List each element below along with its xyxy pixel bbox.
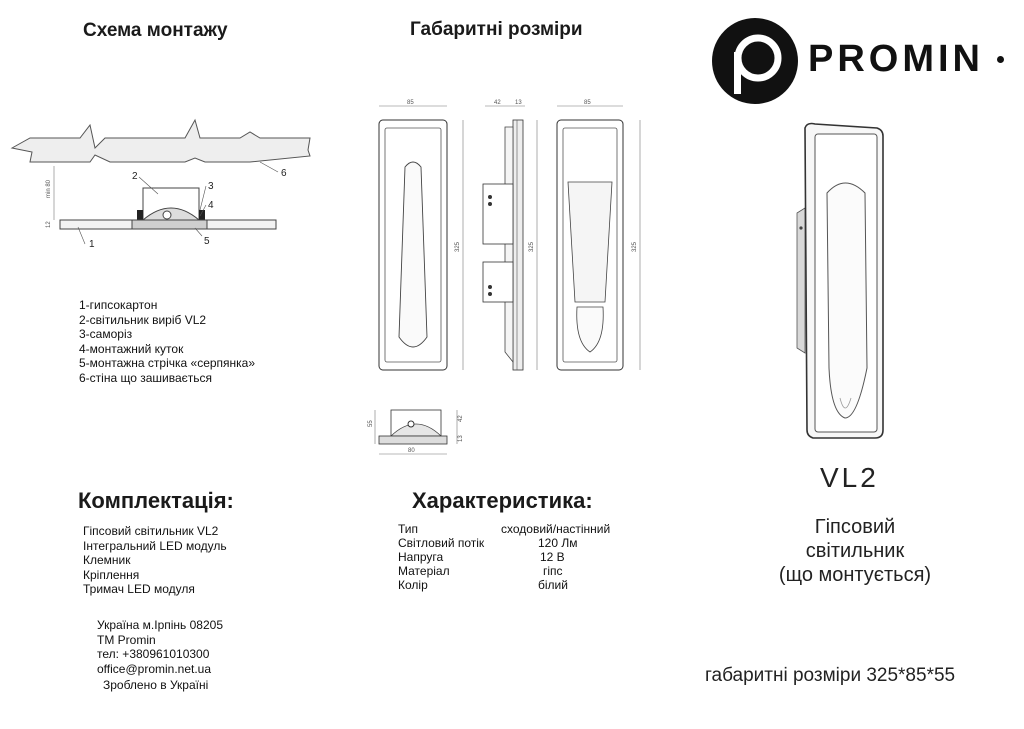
kit-item: Тримач LED модуля xyxy=(83,582,195,596)
spec-value-flux: 120 Лм xyxy=(538,536,578,550)
kit-list: Гіпсовий світильник VL2 Інтегральний LED… xyxy=(83,524,227,597)
product-name: Гіпсовий світильник (що монтується) xyxy=(740,515,970,587)
dim-twelve: 12 xyxy=(46,221,52,228)
brand-name: PROMIN xyxy=(808,38,984,80)
front-view: 85 325 xyxy=(378,100,464,371)
spec-label-type: Тип xyxy=(398,522,419,536)
back-width-label: 85 xyxy=(584,100,591,106)
top-view: 55 42 13 80 xyxy=(368,409,464,455)
top-depth-label: 55 xyxy=(368,420,374,427)
specs-heading: Характеристика: xyxy=(412,488,593,513)
made-in-label: Зроблено в Україні xyxy=(103,678,209,692)
scheme-heading: Схема монтажу xyxy=(83,20,228,41)
spec-value-voltage: 12 В xyxy=(540,550,565,564)
legend-item: 4-монтажний куток xyxy=(79,341,184,356)
back-view: 85 325 xyxy=(556,100,641,371)
product-render xyxy=(796,122,884,439)
dim-min80: min 80 xyxy=(46,179,52,198)
dimension-drawings: 85 325 42 13 325 85 325 xyxy=(368,100,641,455)
brand-dot xyxy=(997,56,1004,63)
logo-circle-icon xyxy=(712,18,798,104)
spec-value-color: білий xyxy=(538,578,568,592)
callout-1: 1 xyxy=(89,239,95,250)
top-body-label: 42 xyxy=(458,415,464,422)
spec-label-voltage: Напруга xyxy=(398,550,444,564)
top-plate-label: 13 xyxy=(458,435,464,442)
dimensions-heading: Габаритні розміри xyxy=(410,19,583,40)
wall-shape xyxy=(10,118,311,163)
kit-item: Кріплення xyxy=(83,567,140,582)
overall-dimensions: габаритні розміри 325*85*55 xyxy=(705,665,956,686)
kit-item: Клемник xyxy=(83,553,131,567)
legend-item: 1-гипсокартон xyxy=(79,298,158,312)
brand-logo-mark xyxy=(710,16,800,106)
callout-4: 4 xyxy=(208,200,214,211)
mounting-legend: 1-гипсокартон 2-світильник виріб VL2 3-с… xyxy=(79,298,255,385)
top-width-label: 80 xyxy=(408,448,415,454)
spec-label-flux: Світловий потік xyxy=(398,536,485,550)
kit-heading: Комплектація: xyxy=(78,488,234,513)
contact-address: Україна м.Ірпінь 08205 xyxy=(97,618,223,632)
front-height-label: 325 xyxy=(455,241,461,252)
product-code: VL2 xyxy=(820,462,879,493)
mounting-scheme-diagram: min 80 12 1 2 3 4 5 6 xyxy=(10,118,311,250)
spec-label-color: Колір xyxy=(398,578,428,592)
contact-tm: TM Promin xyxy=(97,632,156,647)
legend-item: 5-монтажна стрічка «серпянка» xyxy=(79,356,256,370)
contact-email: office@promin.net.ua xyxy=(97,661,212,676)
side-depth-label: 42 xyxy=(494,100,501,106)
kit-item: Інтегральний LED модуль xyxy=(83,538,227,553)
legend-item: 6-стіна що зашивається xyxy=(79,370,213,385)
contacts-block: Україна м.Ірпінь 08205 TM Promin тел: +3… xyxy=(97,618,223,676)
legend-item: 3-саморіз xyxy=(79,327,133,341)
side-view: 42 13 325 xyxy=(482,100,538,371)
kit-item: Гіпсовий світильник VL2 xyxy=(83,524,219,538)
spec-value-material: гіпс xyxy=(543,564,563,578)
side-thickness-label: 13 xyxy=(515,100,522,106)
front-width-label: 85 xyxy=(407,100,414,106)
product-name-line: Гіпсовий xyxy=(814,516,896,538)
product-name-line: світильник xyxy=(805,540,905,562)
callout-6: 6 xyxy=(281,168,287,179)
callout-2: 2 xyxy=(132,171,138,182)
callout-5: 5 xyxy=(204,236,210,247)
side-height-label: 325 xyxy=(529,241,535,252)
spec-value-type: сходовий/настінний xyxy=(501,522,611,536)
callout-3: 3 xyxy=(208,181,214,192)
back-height-label: 325 xyxy=(632,241,638,252)
product-name-line: (що монтується) xyxy=(778,564,932,586)
spec-label-material: Матеріал xyxy=(398,564,450,578)
legend-item: 2-світильник виріб VL2 xyxy=(79,312,207,327)
contact-phone: тел: +380961010300 xyxy=(97,647,210,661)
